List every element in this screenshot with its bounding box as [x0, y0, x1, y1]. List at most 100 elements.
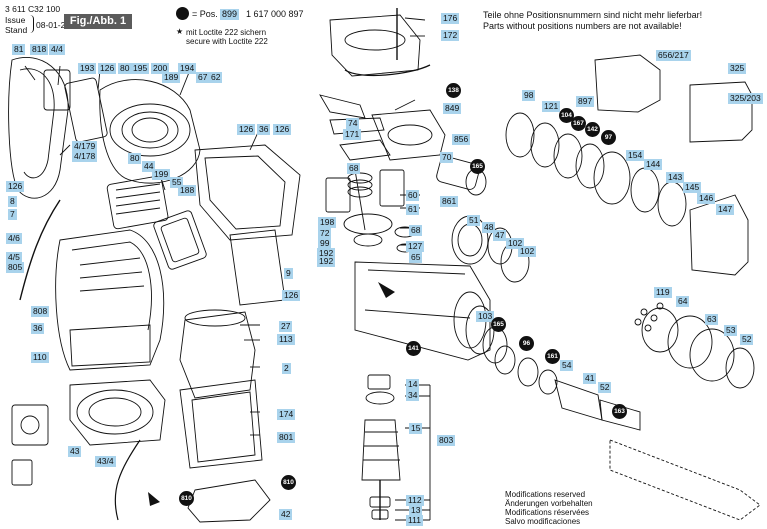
pos-label-194: 194	[178, 63, 197, 74]
ref-circle-142: 142	[585, 122, 600, 137]
pos-label-143: 143	[666, 172, 685, 183]
loctite-star-icon: ★	[176, 27, 184, 36]
pos-label-146: 146	[697, 193, 716, 204]
loctite-note-de: mit Loctite 222 sichern	[186, 28, 267, 37]
pos-label-98: 98	[522, 90, 536, 101]
pos-label-52: 52	[740, 334, 754, 345]
ref-circle-167: 167	[571, 116, 586, 131]
pos-label-805: 805	[6, 262, 25, 273]
footer-line-4: Salvo modificaciones	[505, 517, 581, 526]
pos-label-195: 195	[131, 63, 150, 74]
stand-label: Stand	[5, 25, 28, 35]
pos-label-126b: 126	[237, 124, 256, 135]
pos-label-189: 189	[162, 72, 181, 83]
pos-label-74: 74	[346, 118, 360, 129]
pos-label-172: 172	[441, 30, 460, 41]
pos-label-801: 801	[277, 432, 296, 443]
ref-circle-161: 161	[545, 349, 560, 364]
pos-label-325-203: 325/203	[728, 93, 763, 104]
ref-circle-810: 810	[281, 475, 296, 490]
loctite-note-en: secure with Loctite 222	[186, 37, 268, 46]
pos-label-147: 147	[716, 204, 735, 215]
pos-label-14: 14	[406, 379, 420, 390]
pos-label-102: 102	[506, 238, 525, 249]
pos-label-36: 36	[257, 124, 271, 135]
pos-label-127: 127	[406, 241, 425, 252]
pos-label-818: 818	[30, 44, 49, 55]
ref-circle-165: 165	[470, 159, 485, 174]
pos-label-52b: 52	[598, 382, 612, 393]
pos-label-65: 65	[409, 252, 423, 263]
pos-label-64: 64	[676, 296, 690, 307]
pos-number: 899	[220, 9, 240, 20]
figure-label: Fig./Abb. 1	[64, 14, 132, 29]
issue-bracket	[30, 15, 34, 33]
pos-label-4-178: 4/178	[72, 151, 98, 162]
pos-label-27: 27	[279, 321, 293, 332]
pos-label-110: 110	[31, 352, 49, 363]
pos-label-53: 53	[724, 325, 738, 336]
ref-circle-104: 104	[559, 108, 574, 123]
pos-label-44: 44	[142, 161, 156, 172]
pos-label-121: 121	[542, 101, 561, 112]
pos-label-808: 808	[31, 306, 50, 317]
pos-label-4-5: 4/5	[6, 252, 22, 263]
pos-label-849: 849	[443, 103, 462, 114]
pos-label-103: 103	[476, 311, 495, 322]
pos-label-861: 861	[440, 196, 459, 207]
pos-label-111: 111	[406, 515, 423, 526]
pos-label-8: 8	[8, 196, 17, 207]
pos-label-42: 42	[279, 509, 293, 520]
pos-label-192: 192	[317, 248, 336, 259]
footer-line-1: Modifications reserved	[505, 490, 586, 499]
pos-label-70: 70	[440, 152, 454, 163]
ref-circle-96: 96	[519, 336, 534, 351]
pos-label-4-6: 4/6	[6, 233, 22, 244]
ref-circle-810b: 810	[179, 491, 194, 506]
pos-label-47: 47	[493, 230, 507, 241]
pos-label-897: 897	[576, 96, 595, 107]
pos-label-55: 55	[170, 177, 184, 188]
pos-label-68b: 68	[409, 225, 423, 236]
pos-label-803: 803	[437, 435, 456, 446]
pos-label-198: 198	[318, 217, 337, 228]
pos-label-80b: 80	[128, 153, 142, 164]
pos-label-188: 188	[178, 185, 197, 196]
pos-label-80: 80	[118, 63, 132, 74]
pos-label-68: 68	[347, 163, 361, 174]
pos-label-67: 67	[196, 72, 210, 83]
pos-label-34: 34	[406, 390, 420, 401]
pos-label-126: 126	[98, 63, 117, 74]
notice-line-1: Teile ohne Positionsnummern sind nicht m…	[483, 10, 703, 20]
pos-label-154: 154	[626, 150, 645, 161]
pos-label-856: 856	[452, 134, 471, 145]
pos-label-656-217: 656/217	[656, 50, 691, 61]
pos-label-126c: 126	[273, 124, 292, 135]
arrow-icon	[378, 282, 395, 298]
pos-label-7: 7	[8, 209, 17, 220]
ref-circle-141: 141	[406, 341, 421, 356]
pos-label-145: 145	[683, 182, 702, 193]
notice-line-2: Parts without positions numbers are not …	[483, 21, 682, 31]
part-number: 3 611 C32 100	[5, 4, 61, 14]
pos-label-9: 9	[284, 268, 293, 279]
pos-label-43: 43	[68, 446, 82, 457]
ref-circle-97: 97	[601, 130, 616, 145]
pos-label-72: 72	[318, 228, 332, 239]
pos-label-126e: 126	[282, 290, 301, 301]
pos-label-325: 325	[728, 63, 747, 74]
pos-code: 1 617 000 897	[246, 9, 304, 19]
ref-circle-165b: 165	[491, 317, 506, 332]
issue-date: 08-01-24	[36, 20, 71, 30]
pos-label-112: 112	[406, 495, 424, 506]
pos-label-99: 99	[318, 238, 332, 249]
pos-label-174: 174	[277, 409, 296, 420]
pos-label-126d: 126	[6, 181, 25, 192]
pos-label-51: 51	[467, 215, 481, 226]
pos-label-61: 61	[406, 204, 420, 215]
pos-label-200: 200	[151, 63, 170, 74]
pos-label-62: 62	[209, 72, 223, 83]
pos-label-102b: 102	[518, 246, 537, 257]
pos-label-43-4: 43/4	[95, 456, 116, 467]
